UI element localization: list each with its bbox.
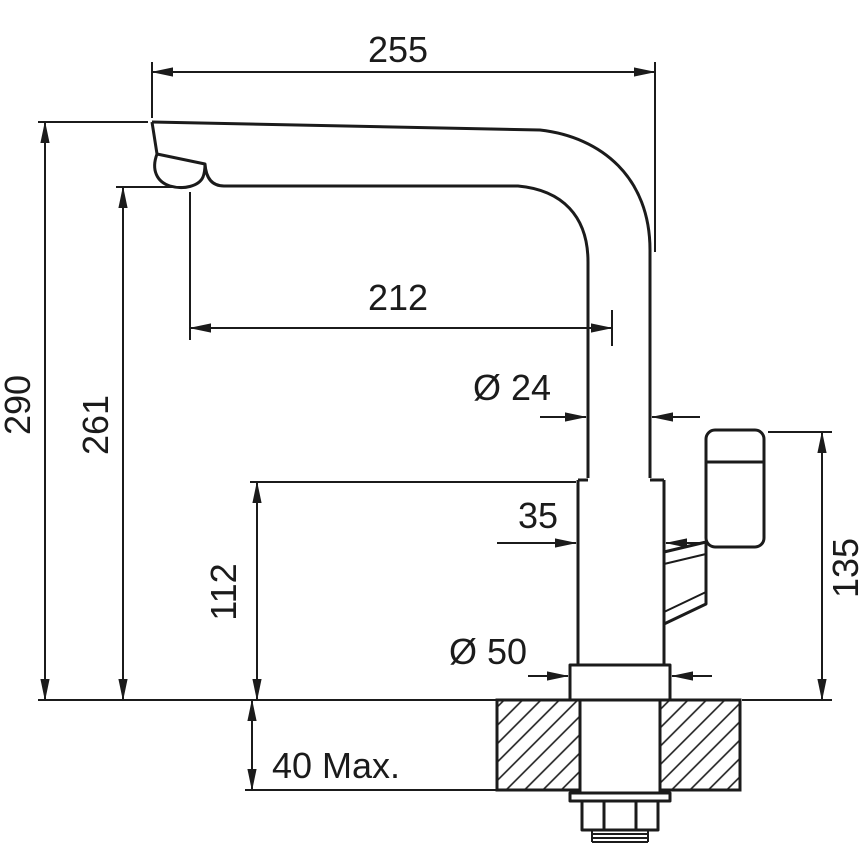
threaded-shank	[578, 700, 662, 793]
handle-joint-detail-lines	[663, 553, 707, 613]
dim-label-overall-width: 255	[368, 29, 428, 70]
dim-label-body-height: 112	[203, 563, 244, 620]
countertop-slab-right	[658, 698, 742, 792]
handle-grip	[704, 428, 766, 549]
dim-tube-diameter: Ø 24	[473, 367, 700, 422]
dim-handle-height: 135	[742, 431, 860, 701]
spout-tip-edge	[150, 121, 159, 155]
dim-label-handle-height: 135	[825, 538, 860, 598]
dim-body-width: 35	[497, 495, 702, 548]
handle-joint	[662, 540, 708, 626]
spout-outer-edge	[151, 120, 652, 478]
dim-base-diameter: Ø 50	[449, 631, 712, 681]
base-flange	[568, 663, 672, 702]
dim-outlet-height: 261	[75, 186, 183, 701]
aerator-outlet	[153, 152, 207, 190]
spout-inner-edge	[203, 163, 590, 478]
mounting-nut	[580, 799, 660, 832]
dim-body-height: 112	[203, 481, 576, 701]
nut-facet-lines	[602, 801, 638, 830]
dim-overall-width: 255	[151, 29, 656, 252]
dim-overall-height: 290	[0, 121, 497, 701]
extension-lines	[189, 192, 613, 346]
countertop-section	[495, 698, 742, 792]
dim-label-deck-thickness: 40 Max.	[272, 745, 400, 786]
dim-label-outlet-height: 261	[75, 395, 116, 455]
dim-label-overall-height: 290	[0, 375, 38, 435]
faucet-outline	[150, 120, 766, 702]
dim-deck-thickness: 40 Max.	[245, 699, 497, 791]
body-sides	[576, 480, 666, 665]
extension-lines	[38, 121, 497, 701]
mounting-hardware	[568, 700, 672, 843]
dim-label-tube-diameter: Ø 24	[473, 367, 551, 408]
dim-label-body-width: 35	[518, 495, 558, 536]
dimension-annotations: 255 290 261 212 Ø 24 35	[0, 29, 860, 791]
dim-label-spout-reach: 212	[368, 277, 428, 318]
countertop-slab-left	[495, 698, 582, 792]
dim-spout-reach: 212	[189, 192, 613, 346]
thread-stub	[591, 830, 649, 843]
dim-label-base-diameter: Ø 50	[449, 631, 527, 672]
